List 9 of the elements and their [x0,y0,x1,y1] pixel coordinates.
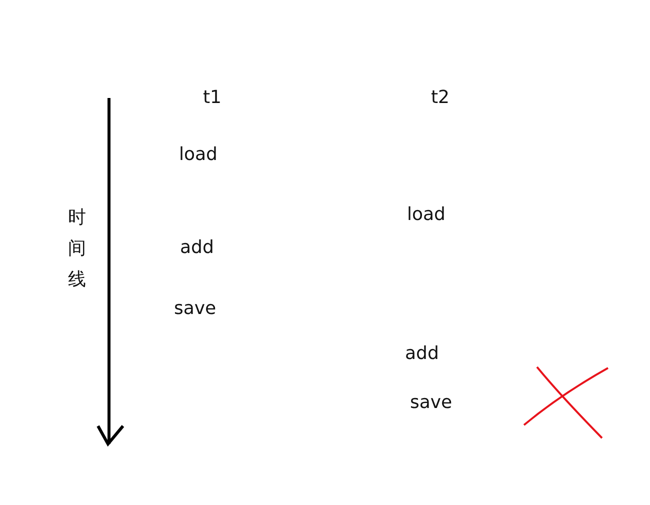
step-label: save [174,298,216,320]
step-label: t2 [431,87,450,109]
step-label: add [180,237,214,259]
step-label: save [410,392,452,414]
step-label: load [407,204,446,226]
step-label: t1 [203,87,222,109]
axis-label: 时间线 [68,206,87,292]
step-label: load [179,144,218,166]
step-label: add [405,343,439,365]
